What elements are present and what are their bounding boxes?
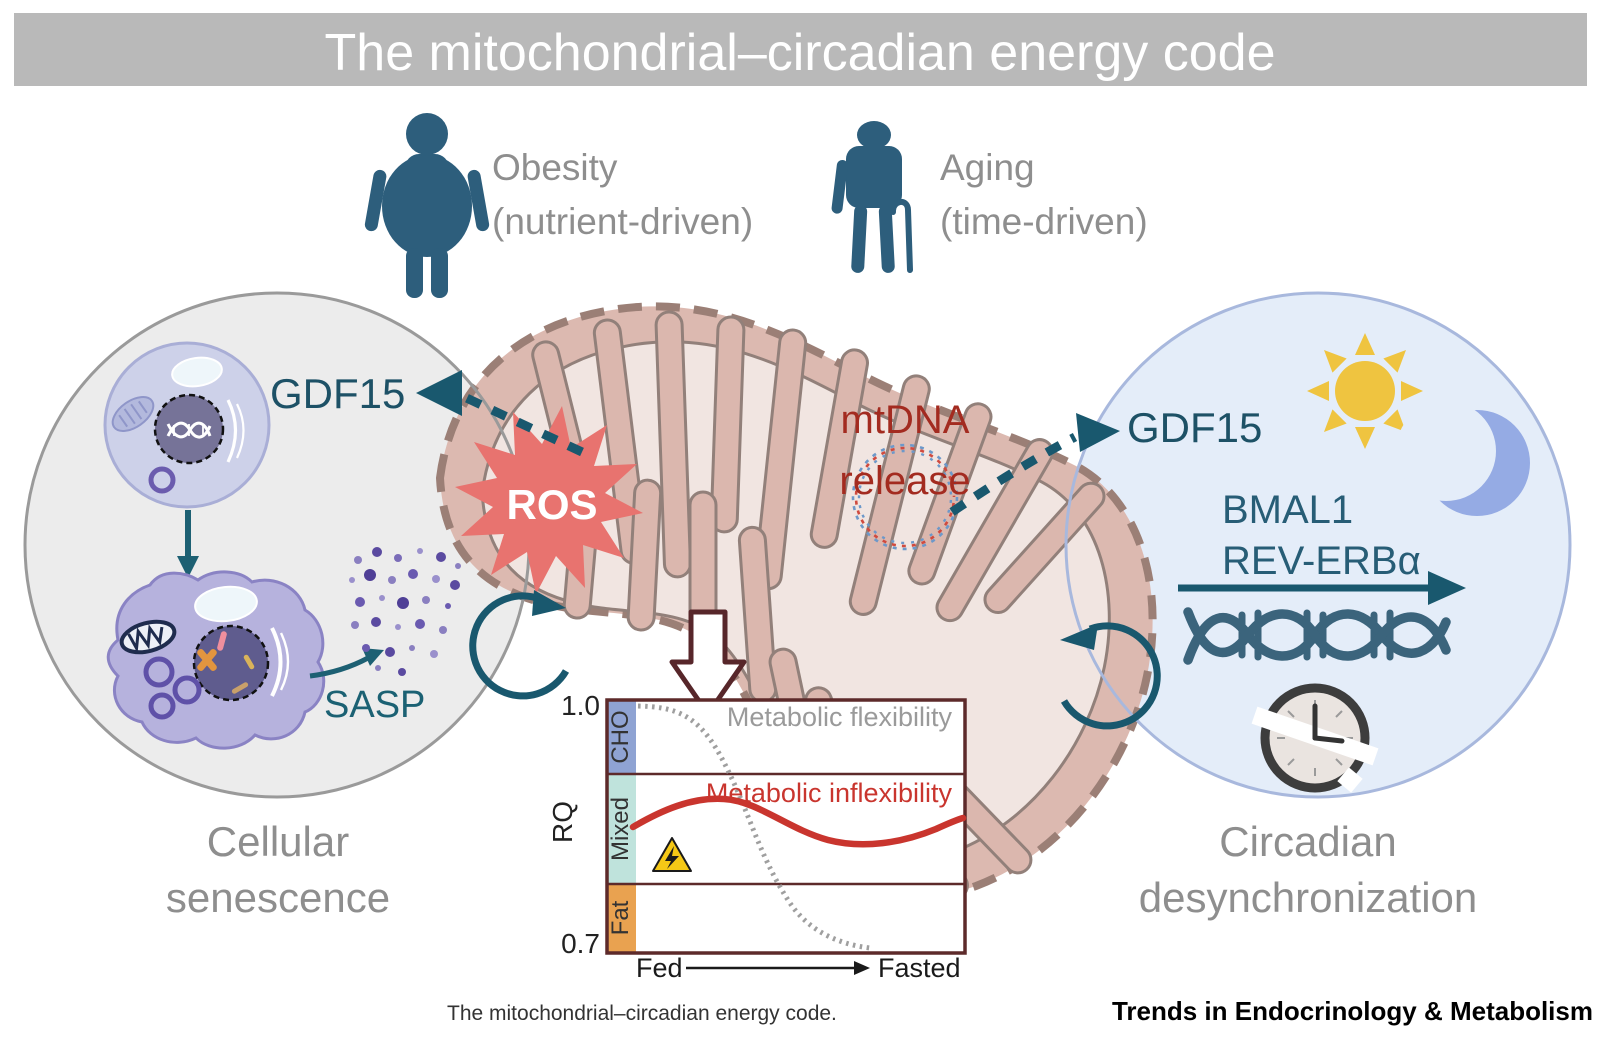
obesity-label: Obesity — [492, 147, 618, 188]
inflexibility-curve — [629, 795, 967, 848]
gdf15-label-right: GDF15 — [1127, 404, 1263, 451]
ros-burst-icon — [455, 406, 643, 594]
fat-band-label: Fat — [607, 900, 634, 936]
cycle-arrow-right-icon — [1060, 622, 1161, 730]
x-axis-arrow — [686, 961, 870, 975]
figure-caption: The mitochondrial–circadian energy code. — [447, 1002, 837, 1025]
cycle-arrow-left-icon — [469, 590, 570, 700]
sasp-arrow — [309, 648, 384, 679]
circadian-circle-outline — [1064, 291, 1572, 799]
senescence-transition-arrow — [177, 510, 199, 578]
senescence-caption-line2: senescence — [165, 874, 391, 921]
aging-label: Aging — [940, 147, 1035, 188]
gdf15-arrow-right — [949, 413, 1120, 516]
cho-band — [607, 700, 636, 774]
title-banner — [14, 13, 1587, 86]
ros-label: ROS — [506, 481, 598, 528]
journal-name: Trends in Endocrinology & Metabolism — [1111, 996, 1593, 1026]
ytick-bottom: 0.7 — [561, 928, 600, 959]
sun-icon — [1307, 333, 1423, 449]
mixed-band-label: Mixed — [607, 796, 634, 862]
fat-band — [607, 884, 636, 953]
dna-helix-icon — [1183, 607, 1451, 665]
bmal1-label: BMAL1 — [1222, 488, 1354, 532]
obesity-sublabel: (nutrient-driven) — [492, 201, 754, 242]
circadian-caption-line1: Circadian — [1219, 818, 1397, 865]
mtdna-label-line1: mtDNA — [840, 398, 970, 442]
circadian-caption-line2: desynchronization — [1138, 874, 1478, 921]
fasted-label: Fasted — [878, 953, 961, 983]
flexibility-series-label: Metabolic flexibility — [726, 702, 952, 732]
sasp-label: SASP — [324, 684, 426, 726]
healthy-cell-illustration — [103, 341, 271, 509]
gdf15-arrow-left — [416, 370, 584, 457]
y-axis-label: RQ — [547, 801, 578, 843]
fed-label: Fed — [636, 953, 683, 983]
down-arrow-icon — [669, 609, 747, 717]
mtdna-ring-icon — [851, 443, 959, 551]
senescence-caption-line1: Cellular — [206, 818, 350, 865]
moon-icon — [1396, 401, 1530, 516]
flexibility-curve — [637, 703, 871, 951]
obese-person-icon — [364, 113, 490, 298]
senescent-cell-illustration — [106, 570, 326, 750]
cho-band-label: CHO — [607, 710, 634, 764]
nucleus-dna-icon — [166, 421, 212, 439]
gdf15-label-left: GDF15 — [270, 370, 406, 417]
warning-icon — [652, 837, 692, 872]
mtdna-label-line2: release — [839, 459, 971, 503]
elderly-person-icon — [831, 121, 913, 273]
inflexibility-series-label: Metabolic inflexibility — [705, 778, 952, 808]
figure-title: The mitochondrial–circadian energy code — [324, 24, 1276, 82]
reverb-label: REV-ERBα — [1222, 539, 1421, 583]
chromosomes — [197, 631, 255, 694]
rq-chart — [605, 698, 967, 975]
gene-expression-arrow — [1178, 571, 1466, 605]
broken-clock-icon — [1251, 683, 1379, 793]
sasp-dots — [349, 547, 461, 676]
aging-sublabel: (time-driven) — [940, 201, 1148, 242]
ytick-top: 1.0 — [561, 690, 600, 721]
